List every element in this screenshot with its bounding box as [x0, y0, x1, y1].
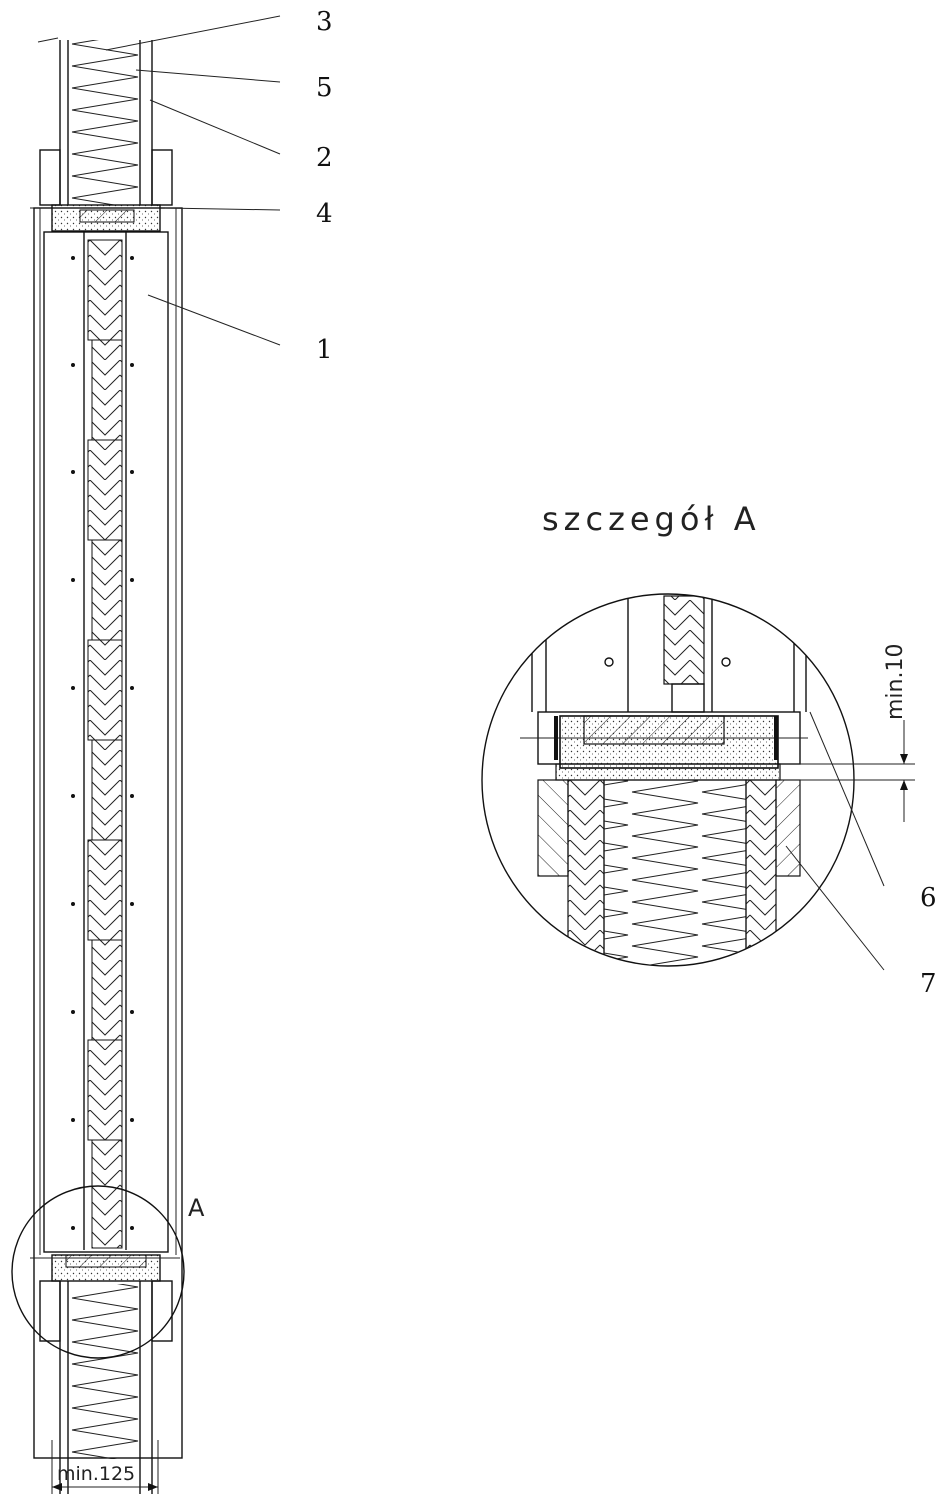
detail-a: min.10 6 7: [481, 593, 937, 999]
detail-a-marker: A: [188, 1194, 205, 1222]
callout-7: 7: [920, 969, 937, 999]
gap-dimension: min.10: [780, 644, 915, 822]
fixing-points: [71, 256, 134, 1230]
callout-3: 3: [316, 7, 333, 37]
callout-1: 1: [316, 335, 333, 365]
lower-seal: [30, 1254, 180, 1282]
width-dimension: min.125: [51, 1440, 159, 1494]
callout-2: 2: [316, 143, 333, 173]
dimension-width-label: min.125: [57, 1463, 135, 1485]
callout-5: 5: [316, 73, 333, 103]
callout-6: 6: [920, 883, 937, 913]
upper-wall: [37, 37, 173, 206]
callout-4: 4: [316, 199, 333, 229]
main-section: A min.125: [11, 37, 205, 1494]
upper-seal: [30, 204, 180, 232]
detail-a-circle: [11, 1185, 185, 1359]
detail-title: szczegół A: [542, 500, 761, 538]
door-core: [83, 232, 127, 1250]
callouts-main: 3 5 2 4 1: [105, 7, 333, 365]
frame: [33, 207, 183, 1459]
dimension-gap-label: min.10: [883, 644, 908, 720]
lower-wall: [39, 1280, 173, 1494]
